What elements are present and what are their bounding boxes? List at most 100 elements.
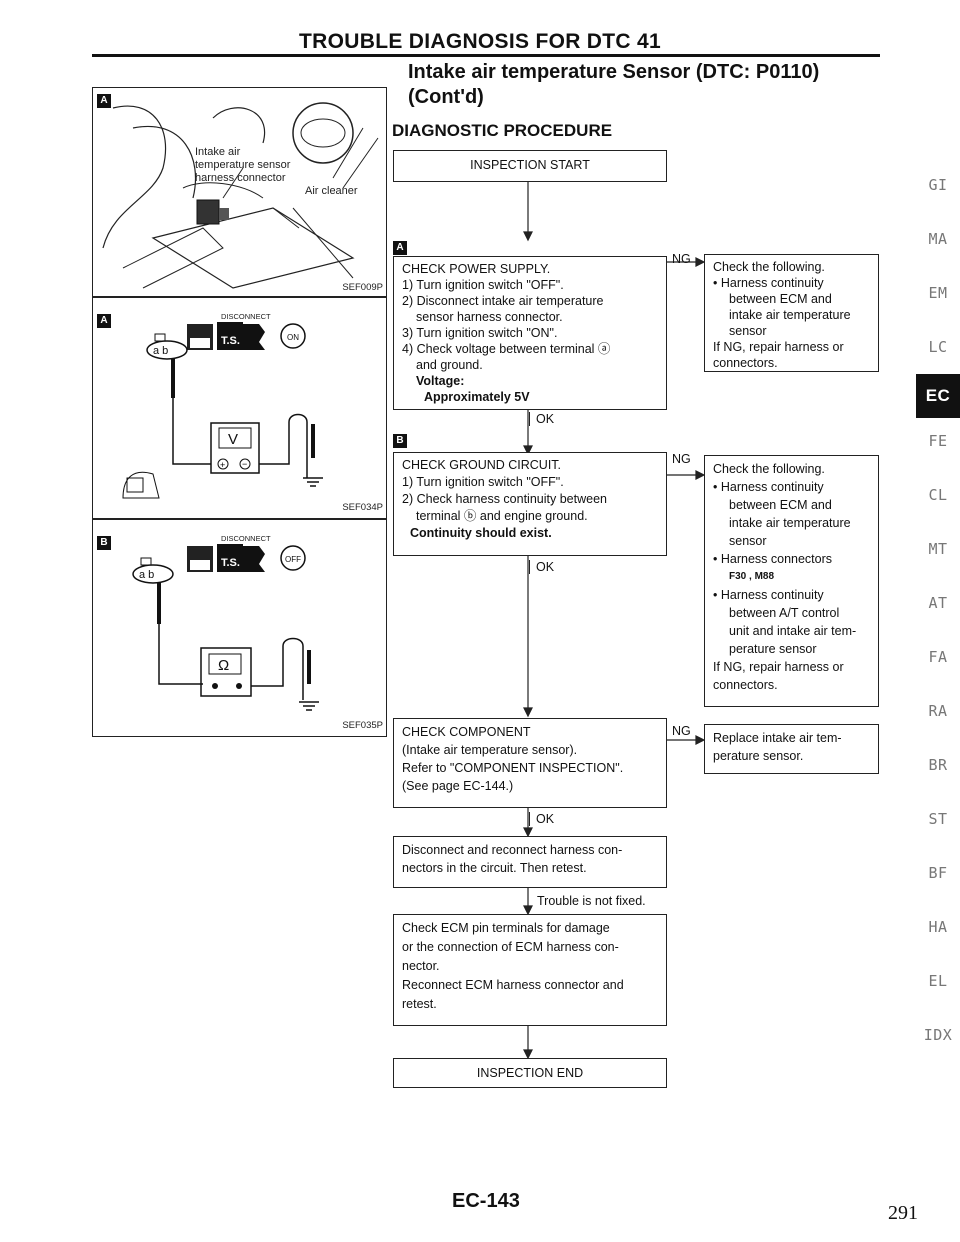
ng-label-b: NG (672, 452, 691, 466)
inspection-start-box: INSPECTION START (393, 150, 667, 182)
step-b-line: terminal ⓑ and engine ground. (416, 509, 588, 523)
connector-codes: F30 , M88 (729, 571, 775, 582)
step-c-line: (Intake air temperature sensor). (402, 743, 578, 757)
replace-sensor-box: Replace intake air tem- perature sensor. (704, 724, 879, 774)
side-tab-fe[interactable]: FE (928, 432, 948, 450)
side-tab-fa[interactable]: FA (928, 648, 948, 666)
check-power-supply-box: CHECK POWER SUPPLY. 1) Turn ignition swi… (393, 256, 667, 410)
callout-intake-air: Intake air (195, 146, 241, 158)
ng-a-line: If NG, repair harness or (713, 340, 844, 354)
reconnect-retest-box: Disconnect and reconnect harness con- ne… (393, 836, 667, 888)
step-a-line: 4) Check voltage between terminal ⓐ (402, 342, 611, 356)
continuity-check-diagram: T.S. OFF a b Ω (132, 544, 319, 711)
section-title: Intake air temperature Sensor (DTC: P011… (408, 60, 819, 110)
trouble-not-fixed-label: Trouble is not fixed. (537, 894, 646, 908)
ok-label-b: OK (529, 560, 554, 574)
svg-text:T.S.: T.S. (221, 335, 240, 347)
figure-code: SEF034P (342, 502, 383, 513)
ng-c-line: Replace intake air tem- (713, 731, 842, 745)
page-number: 291 (888, 1202, 918, 1224)
step-e-line: nector. (402, 959, 440, 973)
side-tab-ra[interactable]: RA (928, 702, 948, 720)
ng-c-line: perature sensor. (713, 749, 804, 763)
svg-text:a b: a b (153, 345, 168, 357)
step-c-line: (See page EC-144.) (402, 779, 514, 793)
figure-badge: B (97, 536, 111, 550)
ng-a-line: connectors. (713, 356, 778, 370)
inspection-end-box: INSPECTION END (393, 1058, 667, 1088)
side-tab-ec[interactable]: EC (916, 374, 960, 418)
step-a-line: and ground. (416, 358, 483, 372)
svg-text:T.S.: T.S. (221, 557, 240, 569)
step-b-badge: B (393, 434, 407, 448)
step-a-line: sensor harness connector. (416, 310, 563, 324)
step-d-line: Disconnect and reconnect harness con- (402, 843, 623, 857)
callout-temperature-sensor: temperature sensor (195, 159, 291, 171)
step-b-line: 1) Turn ignition switch "OFF". (402, 475, 564, 489)
page-reference: EC-143 (452, 1190, 520, 1212)
side-tab-el[interactable]: EL (928, 972, 948, 990)
check-ecm-box: Check ECM pin terminals for damage or th… (393, 914, 667, 1026)
ng-a-line: between ECM and (729, 292, 832, 306)
ng-b-line: between ECM and (729, 498, 832, 512)
ng-b-line: sensor (729, 534, 767, 548)
svg-text:+: + (220, 460, 225, 470)
check-ground-circuit-box: CHECK GROUND CIRCUIT. 1) Turn ignition s… (393, 452, 667, 556)
svg-text:Ω: Ω (218, 657, 229, 674)
side-tab-st[interactable]: ST (928, 810, 948, 828)
side-tab-mt[interactable]: MT (928, 540, 948, 558)
step-b-line: 2) Check harness continuity between (402, 492, 607, 506)
svg-text:V: V (228, 431, 238, 448)
side-tab-gi[interactable]: GI (928, 176, 948, 194)
figure-badge: A (97, 314, 111, 328)
voltage-check-diagram: T.S. ON a b V + − (122, 322, 323, 499)
ng-label-c: NG (672, 724, 691, 738)
step-a-line: 3) Turn ignition switch "ON". (402, 326, 558, 340)
voltage-label: Voltage: (416, 374, 465, 388)
page-header: TROUBLE DIAGNOSIS FOR DTC 41 (299, 30, 661, 53)
step-a-line: 2) Disconnect intake air temperature (402, 294, 604, 308)
step-c-line: Refer to "COMPONENT INSPECTION". (402, 761, 624, 775)
step-e-line: Reconnect ECM harness connector and (402, 978, 624, 992)
svg-text:a b: a b (139, 569, 154, 581)
side-tab-bf[interactable]: BF (928, 864, 948, 882)
procedure-heading: DIAGNOSTIC PROCEDURE (392, 121, 613, 140)
side-tab-at[interactable]: AT (928, 594, 948, 612)
side-tab-lc[interactable]: LC (928, 338, 948, 356)
callout-harness-connector: harness connector (195, 172, 286, 184)
step-c-title: CHECK COMPONENT (402, 725, 531, 739)
step-e-line: retest. (402, 997, 437, 1011)
engine-bay-illustration (102, 102, 379, 289)
side-tab-cl[interactable]: CL (928, 486, 948, 504)
step-e-line: or the connection of ECM harness con- (402, 940, 619, 954)
step-b-title: CHECK GROUND CIRCUIT. (402, 458, 562, 472)
side-tab-br[interactable]: BR (928, 756, 948, 774)
ng-b-line: between A/T control (729, 606, 840, 620)
figure-connector-location: A Intake air temperature sensor harness … (92, 87, 387, 297)
figure-code: SEF009P (342, 282, 383, 293)
continuity-spec: Continuity should exist. (410, 526, 552, 540)
side-tab-idx[interactable]: IDX (923, 1026, 953, 1044)
ok-label-c: OK (529, 812, 554, 826)
title-line-2: (Cont'd) (408, 86, 484, 108)
ng-b-line: Check the following. (713, 462, 825, 476)
side-tab-ma[interactable]: MA (928, 230, 948, 248)
side-tab-em[interactable]: EM (928, 284, 948, 302)
side-tab-ha[interactable]: HA (928, 918, 948, 936)
ng-b-line: unit and intake air tem- (729, 624, 857, 638)
ng-b-line: perature sensor (729, 642, 817, 656)
figure-voltage-check: A DISCONNECT T.S. ON a b V + − SEF034P (92, 297, 387, 519)
figure-continuity-check: B DISCONNECT T.S. OFF a b Ω SEF035P (92, 519, 387, 737)
title-line-1: Intake air temperature Sensor (DTC: P011… (408, 61, 820, 83)
voltage-value: Approximately 5V (424, 390, 530, 404)
ng-label-a: NG (672, 252, 691, 266)
step-d-line: nectors in the circuit. Then retest. (402, 861, 587, 875)
check-component-box: CHECK COMPONENT (Intake air temperature … (393, 718, 667, 808)
ng-b-line: • Harness connectors (713, 552, 833, 566)
step-e-line: Check ECM pin terminals for damage (402, 921, 610, 935)
figure-code: SEF035P (342, 720, 383, 731)
step-a-title: CHECK POWER SUPPLY. (402, 262, 551, 276)
disconnect-label: DISCONNECT (221, 312, 271, 321)
ng-a-line: Check the following. (713, 260, 825, 274)
disconnect-label: DISCONNECT (221, 534, 271, 543)
